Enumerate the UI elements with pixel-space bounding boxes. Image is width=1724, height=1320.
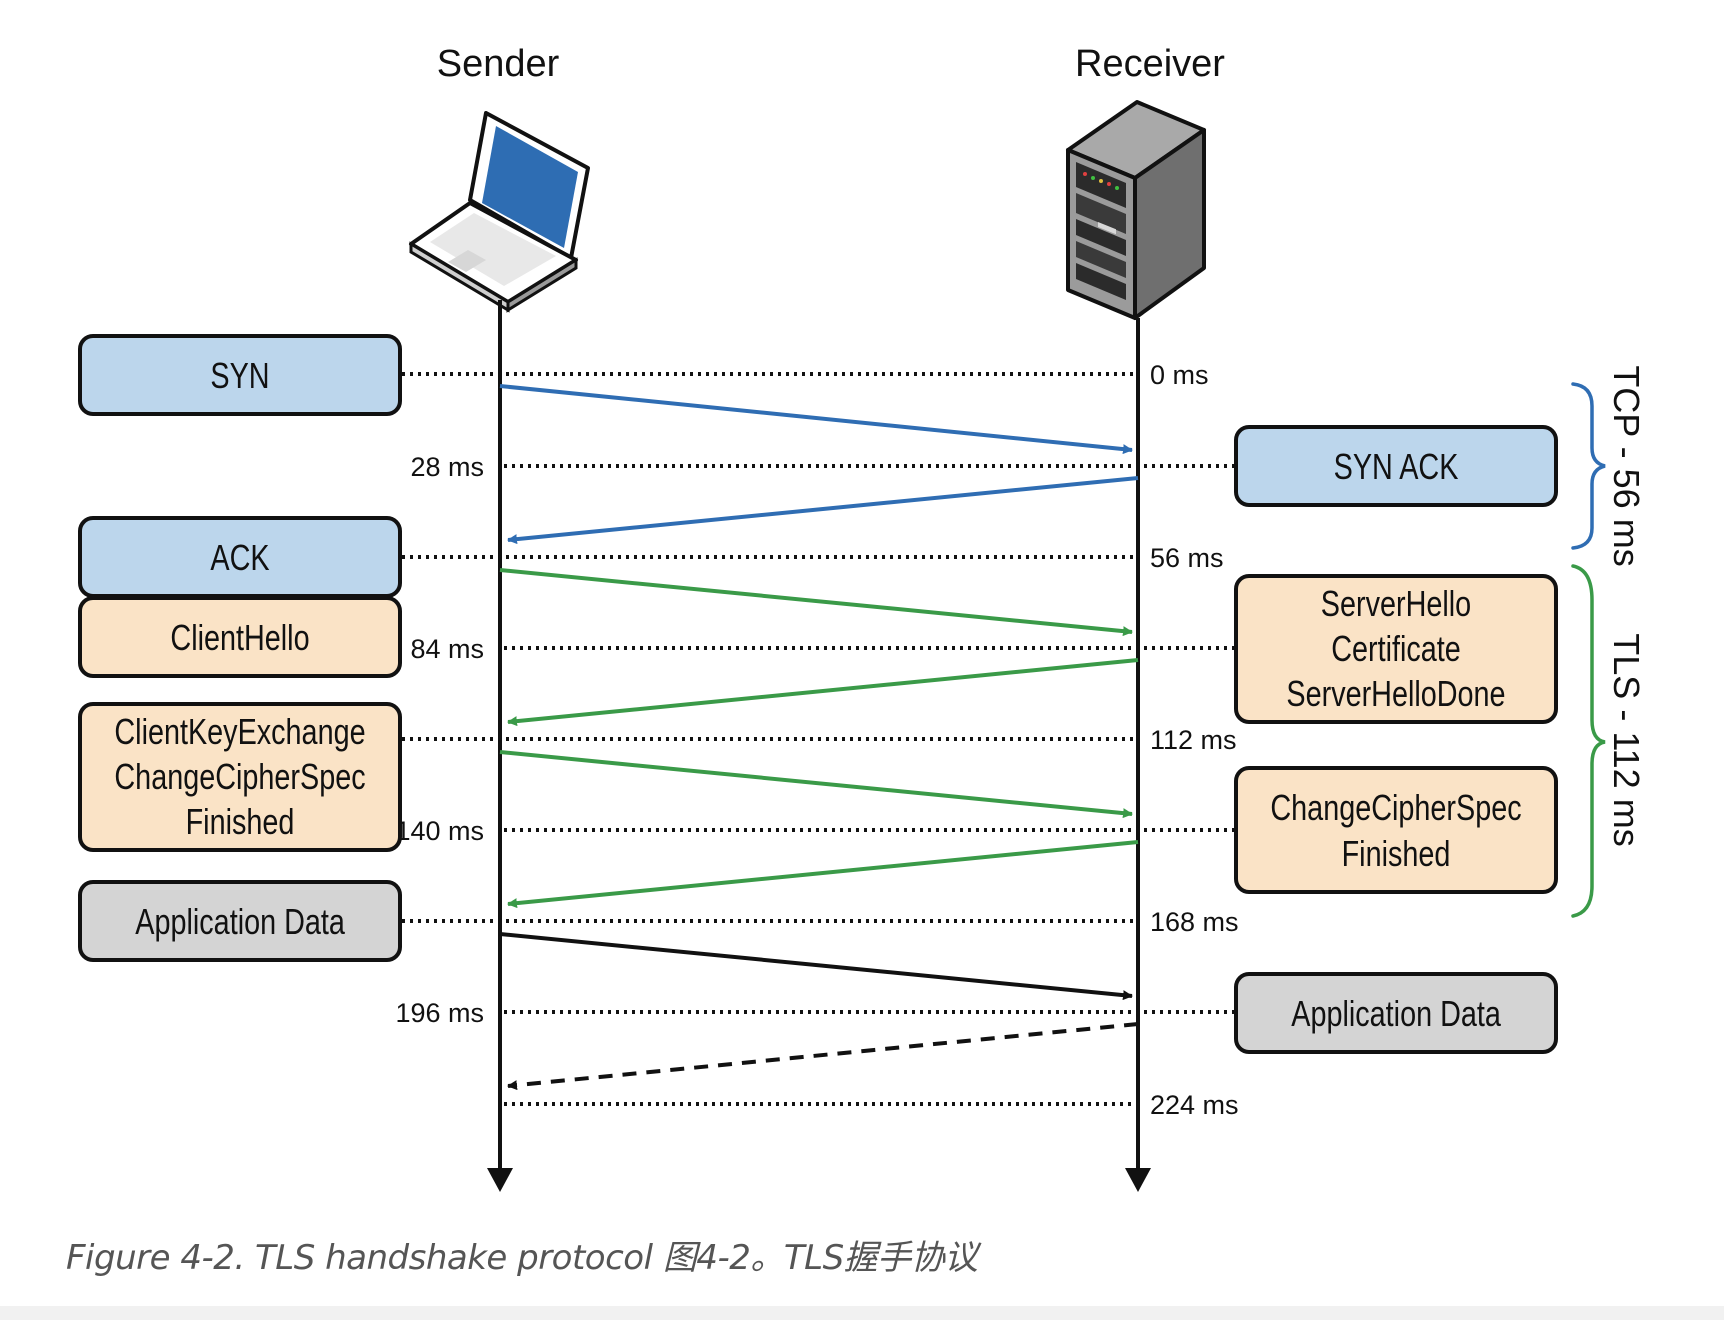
sender-label: Sender [437,43,560,85]
server-hello-done-label: ServerHelloDone [1286,673,1505,714]
time-140ms: 140 ms [395,816,484,846]
sender-app-data-label: Application Data [135,901,345,942]
sender-syn-box: SYN [78,334,402,416]
client-key-exchange-label: ClientKeyExchange [114,711,365,752]
laptop-icon [409,111,590,313]
arrow-syn [499,384,1133,455]
footer-strip [0,1306,1724,1320]
sender-client-key-exchange-box: ClientKeyExchange ChangeCipherSpec Finis… [78,702,402,852]
arrow-client-key-exchange [499,750,1133,819]
server-hello-label: ServerHello [1321,583,1471,624]
arrow-syn-ack [507,476,1139,545]
receiver-change-cipher-spec-box: ChangeCipherSpec Finished [1234,766,1558,894]
syn-label: SYN [210,355,269,396]
figure-caption: Figure 4-2. TLS handshake protocol 图4-2。… [66,1238,978,1278]
server-change-cipher-spec-label: ChangeCipherSpec [1270,787,1521,828]
sender-ack-box: ACK [78,516,402,598]
sender-app-data-box: Application Data [78,880,402,962]
receiver-app-data-box: Application Data [1234,972,1558,1054]
sender-lifeline [487,300,513,1192]
time-grid [402,372,1236,1106]
arrow-client-hello [499,568,1133,637]
receiver-lifeline [1125,318,1151,1192]
tls-phase-label: TLS - 112 ms [1606,633,1647,846]
ack-label: ACK [210,537,269,578]
server-finished-label: Finished [1342,833,1451,874]
receiver-app-data-label: Application Data [1291,993,1501,1034]
time-84ms: 84 ms [410,634,484,664]
tcp-phase-label: TCP - 56 ms [1606,365,1647,566]
client-finished-label: Finished [186,801,295,842]
time-196ms: 196 ms [395,998,484,1028]
syn-ack-label: SYN ACK [1334,446,1459,487]
arrow-app-data-send [499,932,1133,1001]
time-112ms: 112 ms [1150,725,1237,755]
tcp-brace: TCP - 56 ms [1571,365,1647,567]
time-168ms: 168 ms [1150,907,1239,937]
arrow-app-data-reply [507,1022,1139,1091]
arrow-server-change-cipher [507,840,1139,909]
certificate-label: Certificate [1331,628,1461,669]
message-arrows [499,384,1139,1091]
server-icon [1066,100,1206,320]
client-change-cipher-spec-label: ChangeCipherSpec [114,756,365,797]
receiver-label: Receiver [1075,43,1225,85]
time-28ms: 28 ms [410,452,484,482]
time-0ms: 0 ms [1150,360,1209,390]
tls-brace: TLS - 112 ms [1571,564,1647,918]
client-hello-label: ClientHello [170,617,309,658]
sender-client-hello-box: ClientHello [78,596,402,678]
time-224ms: 224 ms [1150,1090,1239,1120]
receiver-server-hello-box: ServerHello Certificate ServerHelloDone [1234,574,1558,724]
arrow-server-hello [507,658,1139,727]
time-56ms: 56 ms [1150,543,1224,573]
receiver-syn-ack-box: SYN ACK [1234,425,1558,507]
